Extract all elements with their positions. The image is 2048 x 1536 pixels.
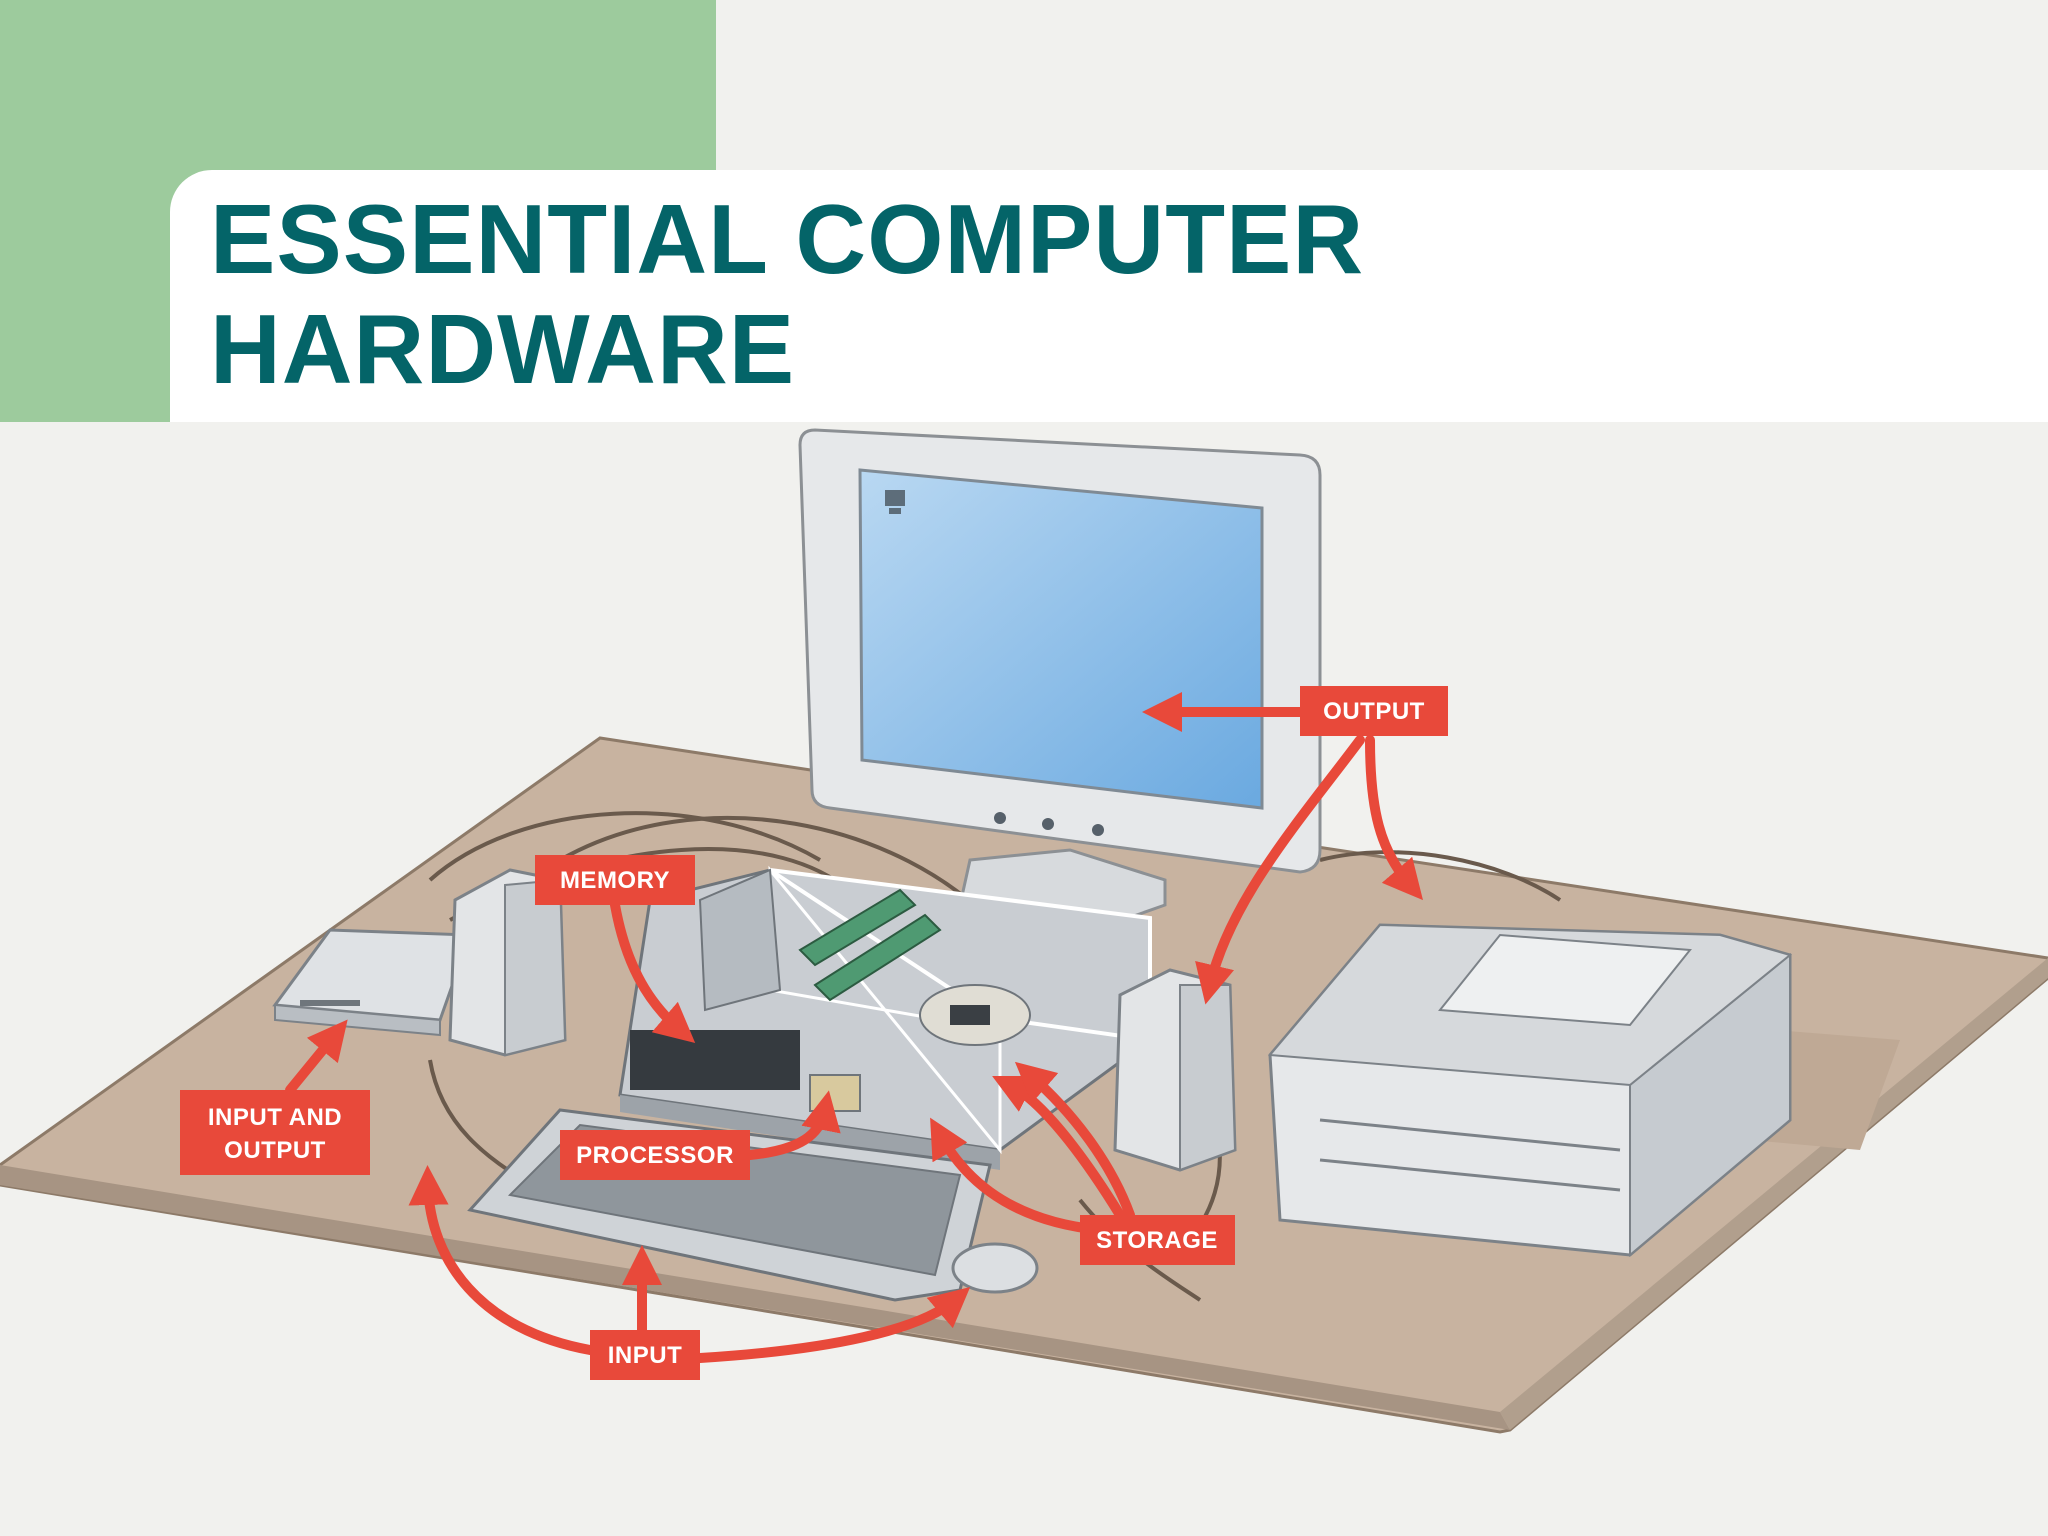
label-storage-text: STORAGE (1096, 1227, 1218, 1254)
hardware-illustration: OUTPUT MEMORY PROCESSOR STORAGE INPUT IN… (0, 428, 2048, 1434)
arrow-input-and-output (285, 1019, 348, 1095)
drive-bay (919, 984, 1031, 1046)
title-line-2: HARDWARE (210, 294, 796, 404)
mouse (951, 1242, 1039, 1294)
label-input-and-output-line1: INPUT AND (208, 1104, 342, 1131)
right-speaker (1113, 968, 1237, 1172)
monitor-buttons (994, 812, 1104, 836)
label-memory-text: MEMORY (560, 867, 670, 894)
arrow-output-to-speaker (1195, 735, 1365, 1005)
label-input-text: INPUT (608, 1342, 683, 1369)
external-drive (272, 928, 473, 1037)
arrow-input-to-drive (408, 1165, 595, 1355)
title-panel: ESSENTIAL COMPUTER HARDWARE (170, 170, 2048, 422)
label-output-text: OUTPUT (1323, 698, 1425, 725)
arrow-output-to-printer (1365, 735, 1424, 901)
label-output: OUTPUT (1300, 686, 1448, 736)
label-input: INPUT (590, 1330, 700, 1380)
arrow-storage-2 (1014, 1061, 1135, 1220)
processor-chip (809, 1074, 861, 1112)
label-processor-text: PROCESSOR (576, 1142, 734, 1169)
arrow-storage-3 (930, 1117, 1105, 1235)
printer (1267, 923, 1793, 1258)
label-input-and-output: INPUT AND OUTPUT (180, 1090, 370, 1175)
slide-title: ESSENTIAL COMPUTER HARDWARE (210, 184, 1364, 404)
title-line-1: ESSENTIAL COMPUTER (210, 184, 1365, 294)
arrow-memory (610, 900, 696, 1044)
label-input-and-output-line2: OUTPUT (224, 1137, 326, 1164)
arrow-processor (745, 1090, 841, 1160)
computer-desktop-icon (885, 490, 905, 514)
label-processor: PROCESSOR (560, 1130, 750, 1180)
callout-arrows (285, 692, 1424, 1363)
memory-modules (798, 888, 942, 1002)
arrow-input-to-mouse (695, 1286, 971, 1363)
label-storage: STORAGE (1080, 1215, 1235, 1265)
label-memory: MEMORY (535, 855, 695, 905)
cooling-fins (630, 1030, 800, 1090)
